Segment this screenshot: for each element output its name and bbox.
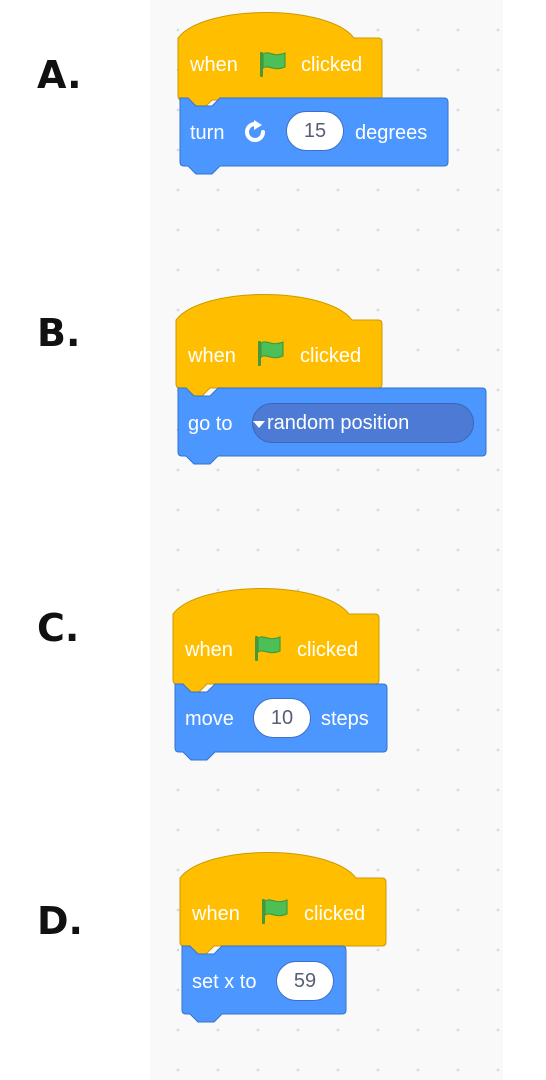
option-c-label: C. — [37, 606, 80, 650]
degrees-text: degrees — [355, 122, 428, 144]
script-b-shapes — [175, 294, 487, 465]
option-a-label: A. — [37, 53, 82, 97]
hat-clicked-text: clicked — [297, 639, 359, 661]
steps-input[interactable]: 10 — [253, 698, 311, 738]
green-flag-icon — [255, 636, 281, 661]
hat-when-text: when — [190, 54, 238, 76]
green-flag-icon — [258, 341, 284, 366]
option-b-label: B. — [37, 311, 81, 355]
degrees-input[interactable]: 15 — [286, 111, 344, 151]
turn-label: turn — [190, 122, 225, 144]
position-dropdown[interactable]: random position — [252, 403, 474, 443]
green-flag-icon — [260, 52, 286, 77]
hat-clicked-text: clicked — [300, 345, 362, 367]
hat-when-text: when — [192, 903, 240, 925]
dropdown-value: random position — [267, 412, 410, 434]
setx-label: set x to — [192, 971, 257, 993]
script-b[interactable]: when clicked go to random position — [174, 292, 494, 472]
script-c-shapes — [172, 588, 388, 761]
goto-label: go to — [188, 413, 233, 435]
hat-clicked-text: clicked — [301, 54, 363, 76]
hat-when-text: when — [188, 345, 236, 367]
script-d-shapes — [179, 852, 387, 1023]
hat-clicked-text: clicked — [304, 903, 366, 925]
x-value-input[interactable]: 59 — [276, 961, 334, 1001]
script-a[interactable]: when clicked turn 15 degrees — [176, 10, 456, 185]
hat-when-text: when — [185, 639, 233, 661]
steps-text: steps — [321, 708, 369, 730]
script-a-shapes — [177, 12, 449, 175]
chevron-down-icon — [253, 421, 265, 428]
script-c[interactable]: when clicked move 10 steps — [171, 586, 401, 766]
move-label: move — [185, 708, 234, 730]
option-d-label: D. — [37, 899, 83, 943]
green-flag-icon — [262, 899, 288, 924]
script-d[interactable]: when clicked set x to 59 — [178, 850, 398, 1030]
turn-right-icon — [245, 120, 265, 142]
